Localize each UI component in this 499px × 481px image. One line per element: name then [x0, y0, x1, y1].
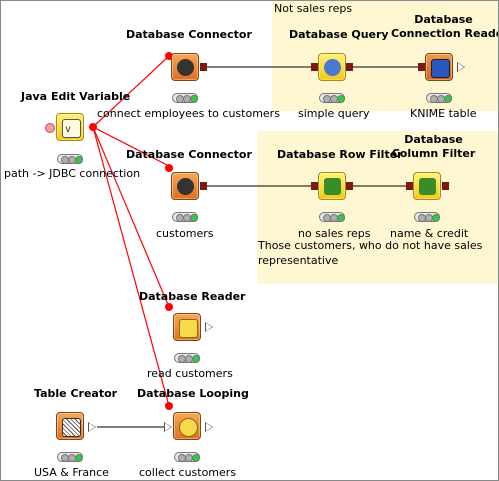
- column-filter-icon: [419, 178, 436, 195]
- row-filter-icon: [324, 178, 341, 195]
- db-row-filter-node[interactable]: [318, 172, 346, 200]
- data-out-port-db-reader[interactable]: [205, 322, 213, 332]
- db-looping-node[interactable]: [173, 412, 201, 440]
- db-out-port-connector-2[interactable]: [200, 182, 207, 190]
- database-connector-icon: [177, 178, 194, 195]
- db-query-node[interactable]: [318, 53, 346, 81]
- node-title-db-column-filter: Database Column Filter: [391, 133, 476, 160]
- table-creator-node[interactable]: [56, 412, 84, 440]
- db-connector-2-node[interactable]: [171, 172, 199, 200]
- node-title-db-connector-1: Database Connector: [126, 28, 252, 41]
- var-wire-db-looping: [92, 126, 170, 407]
- db-out-port-column-filter[interactable]: [442, 182, 449, 190]
- variable-in-port-connector-1[interactable]: [165, 52, 173, 60]
- annotation-customers-text: Those customers, who do not have sales r…: [258, 239, 483, 267]
- db-out-port-connector-1[interactable]: [200, 63, 207, 71]
- node-title-db-row-filter: Database Row Filter: [277, 148, 403, 161]
- db-connector-1-node[interactable]: [171, 53, 199, 81]
- node-label-db-looping[interactable]: collect customers: [139, 466, 237, 479]
- node-title-java-edit-variable: Java Edit Variable: [21, 90, 131, 103]
- node-status-db-looping: [174, 452, 200, 462]
- node-label-table-creator[interactable]: USA & France: [34, 466, 109, 479]
- node-label-db-row-filter[interactable]: no sales reps: [298, 227, 371, 240]
- db-in-port-row-filter[interactable]: [311, 182, 318, 190]
- variable-edit-icon: v: [62, 119, 81, 138]
- database-connector-icon: [177, 59, 194, 76]
- data-in-port-db-looping[interactable]: [164, 422, 172, 432]
- variable-in-port-connector-2[interactable]: [165, 164, 173, 172]
- variable-out-port[interactable]: [89, 123, 97, 131]
- db-in-port-column-filter[interactable]: [406, 182, 413, 190]
- db-out-port-query[interactable]: [346, 63, 353, 71]
- node-label-db-connector-1[interactable]: connect employees to customers: [97, 107, 280, 120]
- data-connections: [97, 66, 419, 428]
- node-status-db-row-filter: [319, 212, 345, 222]
- database-query-icon: [324, 59, 341, 76]
- annotation-not-sales-reps-text: Not sales reps: [274, 2, 353, 15]
- database-looping-icon: [179, 418, 198, 437]
- table-creator-icon: [62, 418, 81, 437]
- data-out-port-db-looping[interactable]: [205, 422, 213, 432]
- node-status-db-connector-2: [172, 212, 198, 222]
- java-edit-variable-node[interactable]: v: [56, 113, 84, 141]
- var-wire-db-reader: [92, 126, 170, 308]
- node-title-db-looping: Database Looping: [137, 387, 249, 400]
- node-status-db-connection-reader: [426, 93, 452, 103]
- node-label-db-query[interactable]: simple query: [298, 107, 370, 120]
- node-status-db-column-filter: [414, 212, 440, 222]
- node-title-db-query: Database Query: [289, 28, 389, 41]
- db-out-port-row-filter[interactable]: [346, 182, 353, 190]
- var-wire-connector-2: [92, 126, 170, 167]
- db-column-filter-node[interactable]: [413, 172, 441, 200]
- variable-connections: [92, 55, 170, 407]
- annotation-customers[interactable]: [257, 131, 498, 284]
- node-status-java-edit-variable: [57, 154, 83, 164]
- node-label-db-reader[interactable]: read customers: [147, 367, 233, 380]
- node-status-table-creator: [57, 452, 83, 462]
- node-status-db-connector-1: [172, 93, 198, 103]
- variable-in-port[interactable]: [45, 123, 55, 133]
- node-label-db-connection-reader[interactable]: KNIME table: [410, 107, 477, 120]
- node-status-db-reader: [174, 353, 200, 363]
- db-connection-reader-node[interactable]: [425, 53, 453, 81]
- annotation-not-sales-reps[interactable]: [272, 1, 498, 111]
- node-title-table-creator: Table Creator: [34, 387, 118, 400]
- data-out-port-table-creator[interactable]: [88, 422, 96, 432]
- database-reader-icon: [179, 319, 198, 338]
- var-wire-connector-1: [92, 55, 170, 128]
- node-label-db-connector-2[interactable]: customers: [156, 227, 214, 240]
- db-in-port-query[interactable]: [311, 63, 318, 71]
- variable-in-port-db-looping[interactable]: [165, 402, 173, 410]
- svg-text:v: v: [65, 124, 71, 135]
- database-reader-icon: [431, 59, 450, 78]
- db-reader-node[interactable]: [173, 313, 201, 341]
- node-title-db-connection-reader: Database Connection Reader: [391, 13, 499, 40]
- data-out-port-connection-reader[interactable]: [457, 62, 465, 72]
- node-title-db-connector-2: Database Connector: [126, 148, 252, 161]
- db-in-port-connection-reader[interactable]: [418, 63, 425, 71]
- node-status-db-query: [319, 93, 345, 103]
- variable-in-port-db-reader[interactable]: [165, 303, 173, 311]
- node-label-db-column-filter[interactable]: name & credit: [390, 227, 469, 240]
- node-label-java-edit-variable[interactable]: path -> JDBC connection: [4, 167, 141, 180]
- node-title-db-reader: Database Reader: [139, 290, 246, 303]
